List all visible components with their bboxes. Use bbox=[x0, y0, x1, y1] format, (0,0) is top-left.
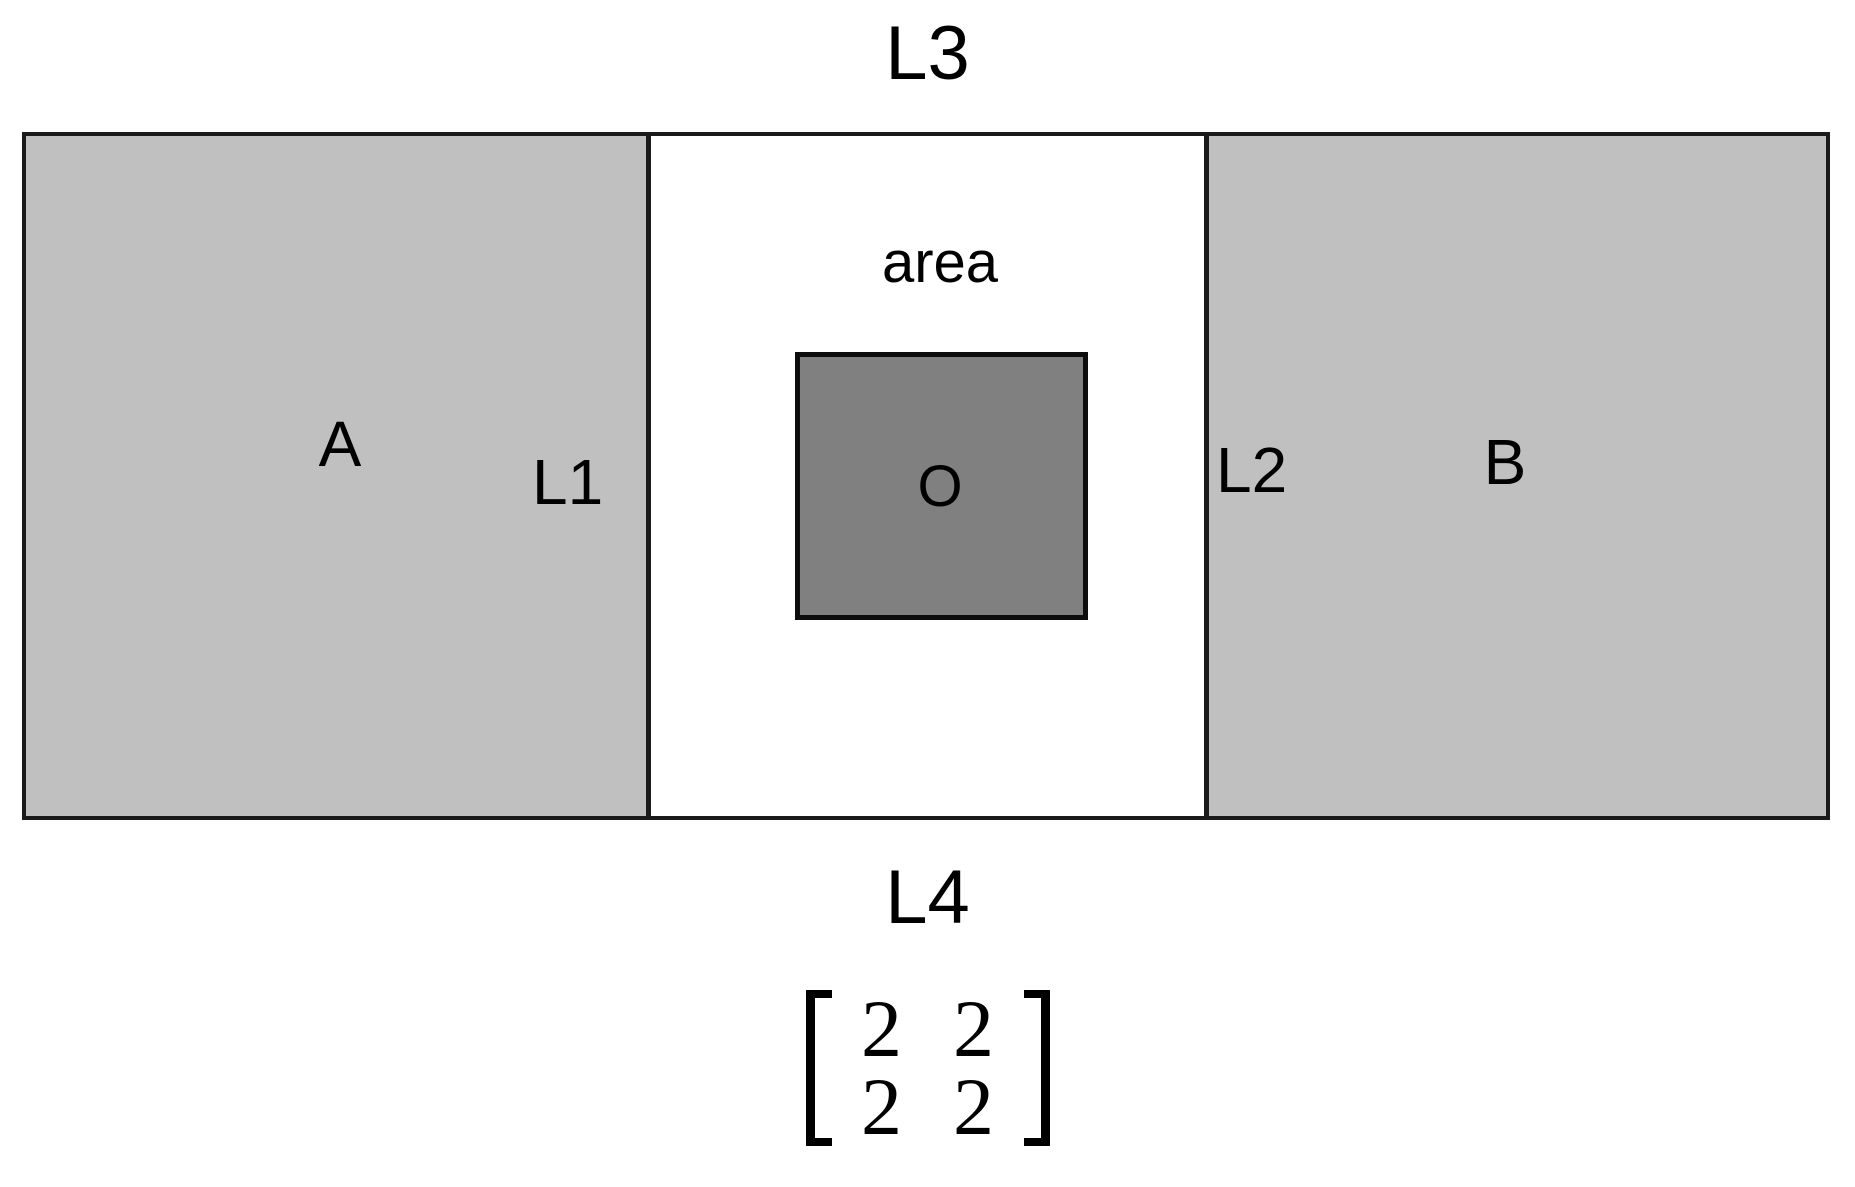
matrix-left-bracket bbox=[805, 990, 832, 1146]
inner-object-label-o: O bbox=[917, 454, 963, 519]
region-label-area: area bbox=[881, 230, 999, 295]
interface-label-l1: L1 bbox=[532, 446, 604, 518]
matrix-right-bracket bbox=[1023, 990, 1050, 1146]
matrix: 2 2 2 2 bbox=[805, 983, 1050, 1152]
inner-object-square bbox=[795, 352, 1088, 620]
boundary-label-l3: L3 bbox=[885, 11, 970, 96]
interface-line-l1 bbox=[646, 132, 651, 820]
matrix-cell: 2 bbox=[953, 983, 994, 1074]
matrix-cell: 2 bbox=[861, 983, 902, 1074]
boundary-label-l4: L4 bbox=[885, 855, 970, 940]
region-label-b: B bbox=[1483, 426, 1527, 498]
region-a-fill bbox=[26, 136, 648, 816]
matrix-cell: 2 bbox=[953, 1061, 994, 1152]
matrix-cell: 2 bbox=[861, 1061, 902, 1152]
matrix-container: 2 2 2 2 bbox=[0, 983, 1855, 1152]
interface-label-l2: L2 bbox=[1216, 434, 1288, 506]
matrix-cells: 2 2 2 2 bbox=[832, 983, 1024, 1152]
interface-line-l2 bbox=[1204, 132, 1209, 820]
region-label-a: A bbox=[318, 408, 362, 480]
region-b-fill bbox=[1209, 136, 1826, 816]
